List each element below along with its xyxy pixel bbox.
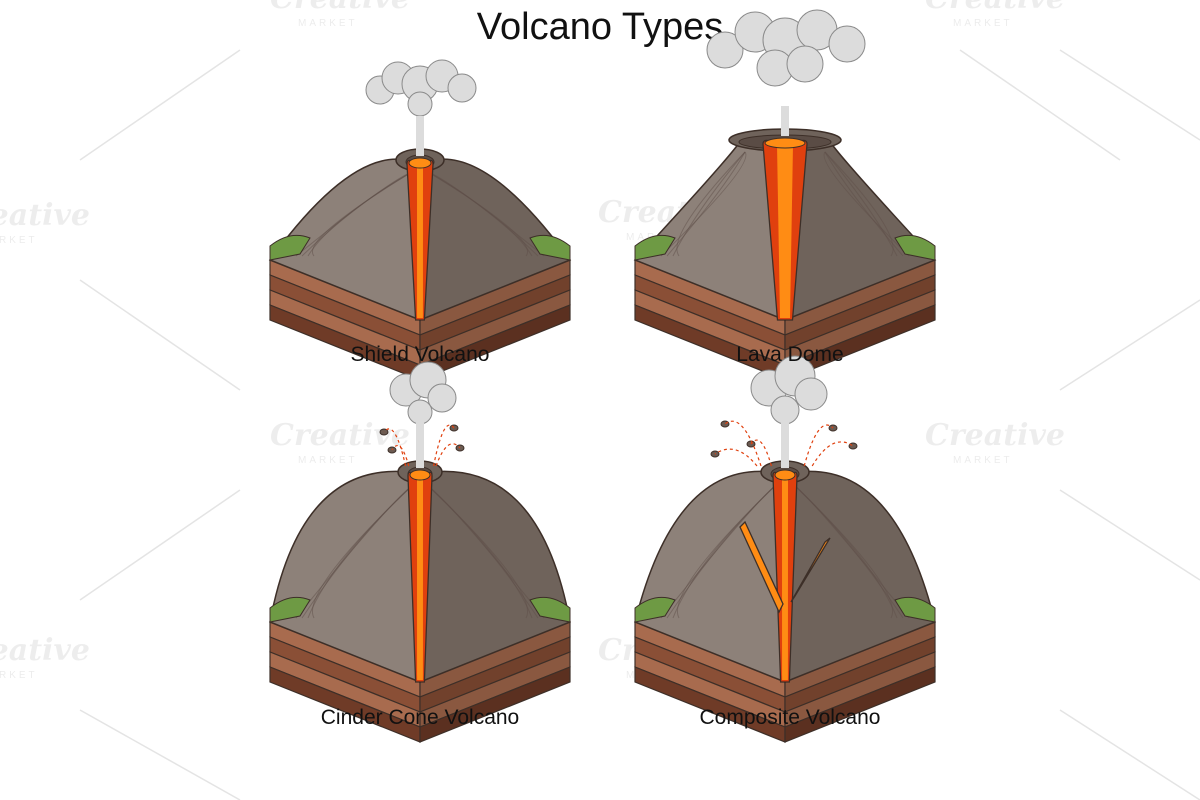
svg-text:MARKET: MARKET <box>953 18 1013 29</box>
lava-dome <box>633 9 937 381</box>
svg-text:MARKET: MARKET <box>0 670 38 681</box>
page-title: Volcano Types <box>476 6 724 48</box>
svg-text:Creative: Creative <box>270 0 410 16</box>
label-lava-dome: Lava Dome <box>736 343 844 366</box>
svg-text:MARKET: MARKET <box>298 18 358 29</box>
shield-smoke <box>365 59 477 156</box>
label-shield-volcano: Shield Volcano <box>350 343 490 366</box>
svg-text:MARKET: MARKET <box>953 455 1013 466</box>
svg-text:MARKET: MARKET <box>298 455 358 466</box>
composite-smoke <box>750 355 828 468</box>
svg-text:Creative: Creative <box>270 418 410 453</box>
svg-text:Creative: Creative <box>925 0 1065 16</box>
svg-text:MARKET: MARKET <box>0 235 38 246</box>
label-cinder-cone-volcano: Cinder Cone Volcano <box>320 706 520 729</box>
lava-dome-smoke <box>706 9 866 136</box>
svg-text:Creative: Creative <box>0 198 90 233</box>
svg-text:Creative: Creative <box>925 418 1065 453</box>
cinder-cone-smoke <box>389 361 457 468</box>
cinder-cone-volcano <box>269 361 571 743</box>
shield-volcano <box>268 59 572 381</box>
watermark-lines <box>79 49 1200 800</box>
svg-text:Creative: Creative <box>0 633 90 668</box>
label-composite-volcano: Composite Volcano <box>699 706 881 729</box>
composite-volcano <box>634 355 936 743</box>
